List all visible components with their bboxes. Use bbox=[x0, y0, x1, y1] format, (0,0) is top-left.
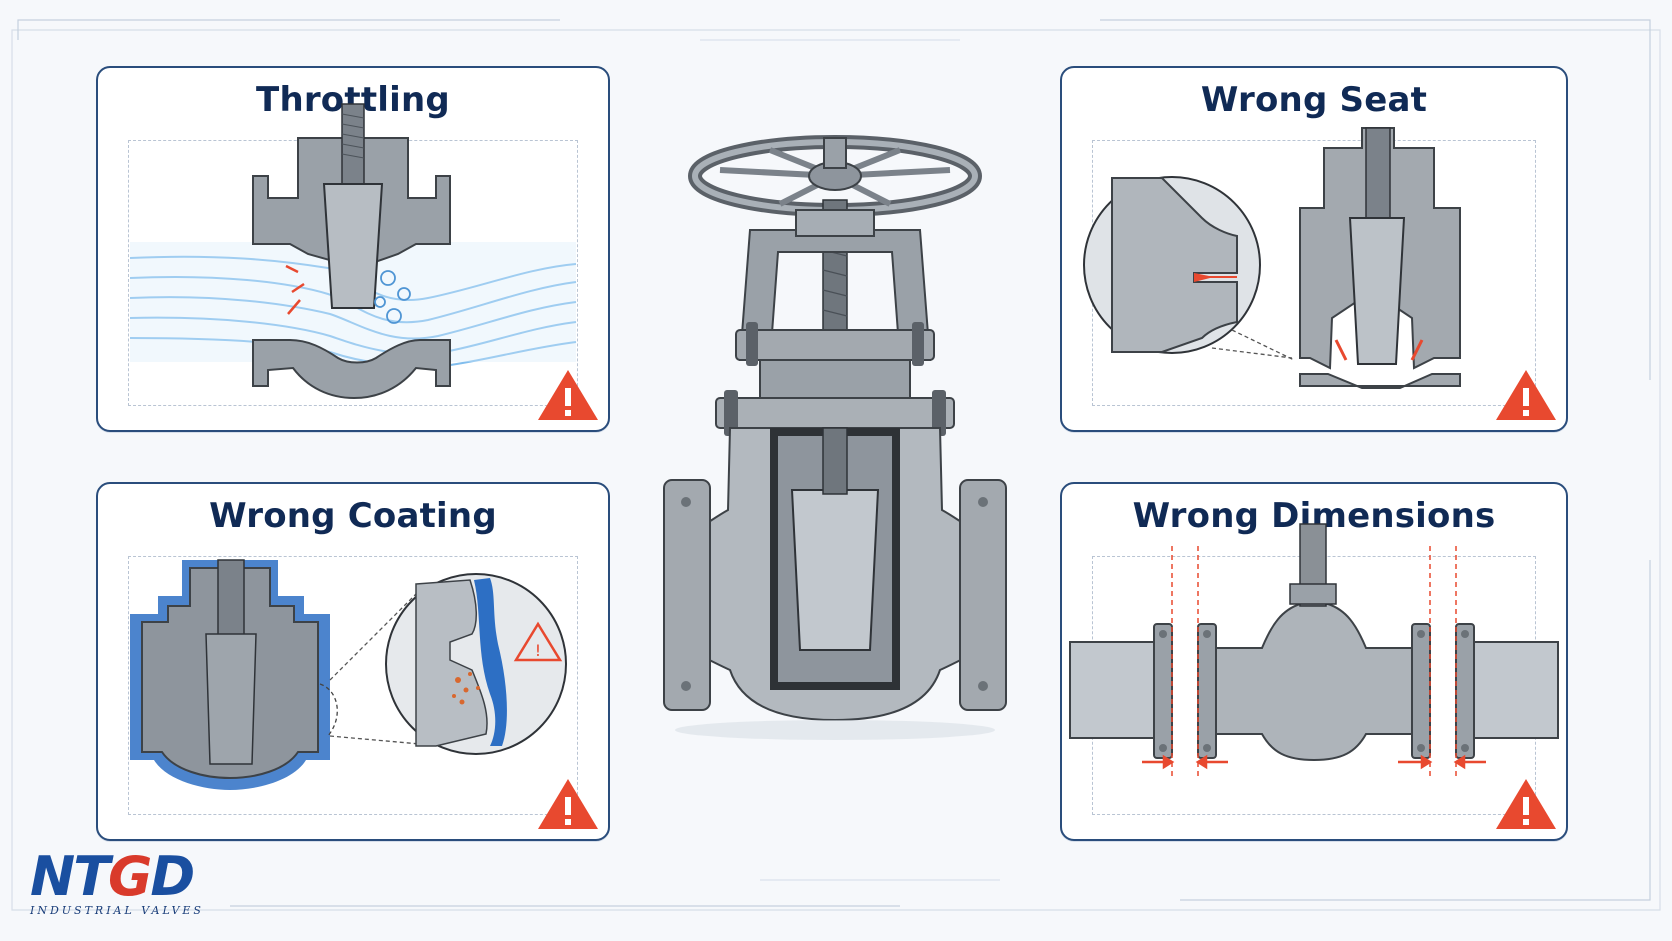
panel-title-wrong-seat: Wrong Seat bbox=[1200, 80, 1428, 120]
wrong-coating-illustration: ! bbox=[130, 559, 567, 790]
wrong-seat-illustration bbox=[1083, 127, 1461, 389]
panel-title-wrong-coating: Wrong Coating bbox=[209, 496, 497, 536]
panel-wrong-dimensions: Wrong Dimensions bbox=[1060, 482, 1568, 841]
panel-wrong-coating: Wrong Coating ! bbox=[96, 482, 610, 841]
warning-triangle-icon bbox=[538, 779, 598, 829]
warning-triangle-icon bbox=[538, 370, 598, 420]
wrong-dimensions-illustration bbox=[1069, 523, 1559, 776]
panel-throttling: Throttling bbox=[96, 66, 610, 432]
svg-text:!: ! bbox=[535, 641, 541, 660]
handwheel-icon bbox=[688, 135, 982, 217]
logo-subtitle: INDUSTRIAL VALVES bbox=[30, 904, 204, 917]
logo: NTGD INDUSTRIAL VALVES bbox=[30, 850, 240, 920]
gate-valve-illustration bbox=[663, 135, 1007, 740]
logo-mark-part1: NT bbox=[30, 845, 110, 908]
logo-mark-part2: D bbox=[150, 845, 195, 908]
warning-triangle-icon bbox=[1496, 779, 1556, 829]
panel-wrong-seat: Wrong Seat bbox=[1060, 66, 1568, 432]
panel-inner-frame bbox=[128, 556, 578, 815]
logo-mark: NTGD bbox=[30, 850, 240, 904]
logo-mark-accent: G bbox=[108, 845, 152, 908]
warning-triangle-icon bbox=[1496, 370, 1556, 420]
throttling-illustration bbox=[129, 103, 577, 400]
